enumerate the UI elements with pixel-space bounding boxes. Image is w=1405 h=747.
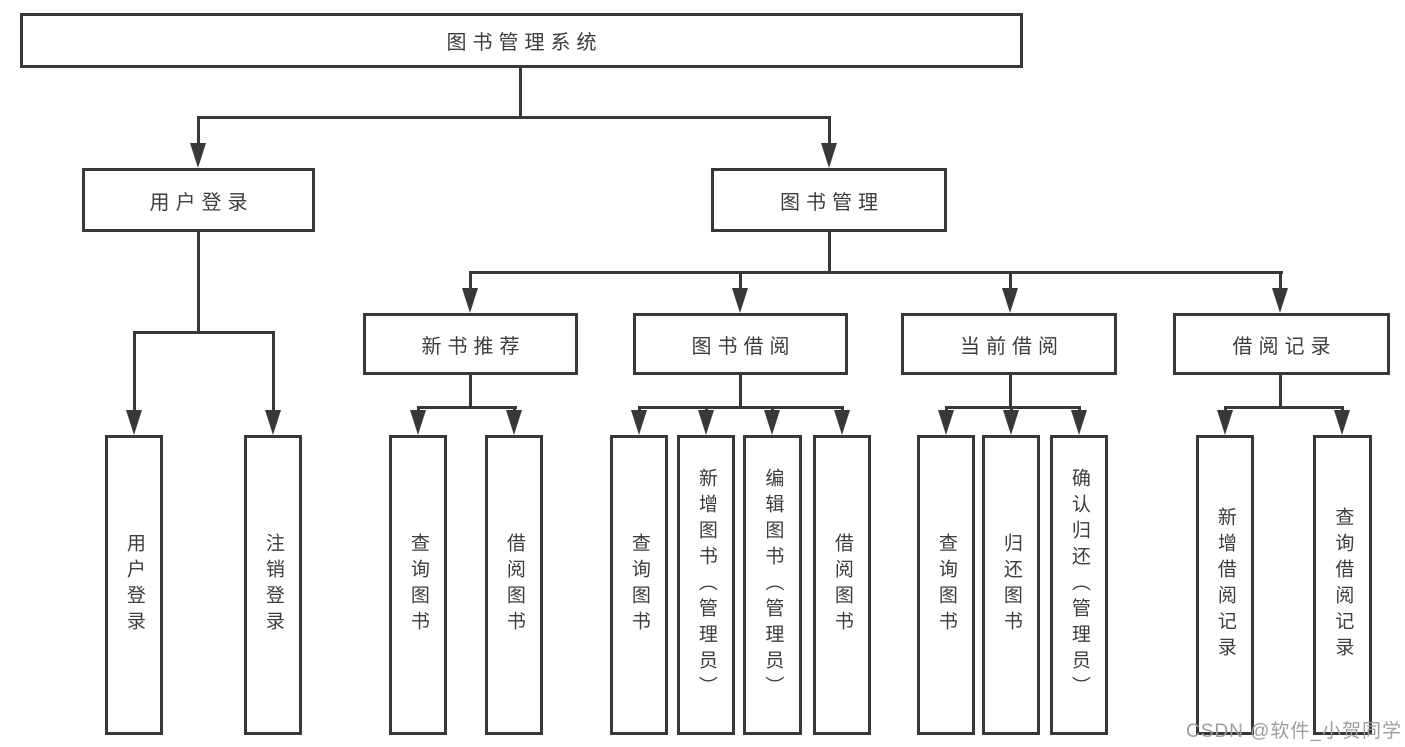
- arrow-down-icon: [462, 288, 478, 313]
- arrow-down-icon: [698, 410, 714, 435]
- leaf-borrow-books: 借阅图书: [813, 435, 871, 735]
- arrow-down-icon: [764, 410, 780, 435]
- connector-stub: [739, 271, 742, 291]
- connector-book-mgmt-trunk: [828, 232, 831, 273]
- connector-stub: [1279, 271, 1282, 291]
- leaf-add-borrow-record: 新增借阅记录: [1196, 435, 1254, 735]
- leaf-query-borrow-record: 查询借阅记录: [1313, 435, 1372, 735]
- csdn-watermark: CSDN @软件_小贺同学: [1186, 721, 1402, 742]
- leaf-return-books: 归还图书: [982, 435, 1040, 735]
- connector-root-branch: [197, 116, 831, 119]
- arrow-down-icon: [1071, 410, 1087, 435]
- leaf-logout: 注销登录: [244, 435, 302, 735]
- arrow-down-icon: [1217, 410, 1233, 435]
- connector-user-login-trunk: [197, 232, 200, 333]
- arrow-down-icon: [938, 410, 954, 435]
- arrow-down-icon: [1272, 288, 1288, 313]
- node-current-borrow: 当前借阅: [901, 313, 1117, 375]
- arrow-down-icon: [265, 410, 281, 435]
- arrow-down-icon: [1003, 410, 1019, 435]
- arrow-down-icon: [1002, 288, 1018, 313]
- connector-user-login-branch: [133, 331, 275, 334]
- connector-stub: [133, 331, 136, 412]
- connector-stub: [1009, 271, 1012, 291]
- node-library-system: 图书管理系统: [20, 13, 1023, 68]
- connector-branch: [638, 406, 844, 409]
- leaf-confirm-return-admin: 确认归还（管理员）: [1050, 435, 1108, 735]
- node-book-borrow: 图书借阅: [633, 313, 848, 375]
- arrow-down-icon: [410, 410, 426, 435]
- connector-trunk: [739, 375, 742, 408]
- leaf-borrow-books-recommend: 借阅图书: [485, 435, 543, 735]
- connector-branch: [1224, 406, 1344, 409]
- connector-trunk: [469, 375, 472, 408]
- arrow-down-icon: [1334, 410, 1350, 435]
- arrow-down-icon: [834, 410, 850, 435]
- arrow-down-icon: [821, 143, 837, 168]
- node-user-login: 用户登录: [82, 168, 315, 232]
- connector-trunk: [1279, 375, 1282, 408]
- arrow-down-icon: [631, 410, 647, 435]
- leaf-user-login: 用户登录: [105, 435, 163, 735]
- arrow-down-icon: [732, 288, 748, 313]
- leaf-query-books-borrow: 查询图书: [610, 435, 668, 735]
- connector-trunk: [1009, 375, 1012, 408]
- leaf-add-books-admin: 新增图书（管理员）: [677, 435, 735, 735]
- connector-stub: [828, 116, 831, 146]
- node-book-management: 图书管理: [711, 168, 947, 232]
- connector-book-mgmt-branch: [469, 271, 1283, 274]
- connector-branch: [417, 406, 517, 409]
- leaf-edit-books-admin: 编辑图书（管理员）: [743, 435, 802, 735]
- node-new-book-recommend: 新书推荐: [363, 313, 578, 375]
- arrow-down-icon: [126, 410, 142, 435]
- connector-stub: [469, 271, 472, 291]
- leaf-query-books-recommend: 查询图书: [389, 435, 447, 735]
- arrow-down-icon: [190, 143, 206, 168]
- leaf-query-books-current: 查询图书: [917, 435, 975, 735]
- connector-stub: [197, 116, 200, 146]
- connector-branch: [945, 406, 1081, 409]
- node-borrow-records: 借阅记录: [1173, 313, 1390, 375]
- arrow-down-icon: [506, 410, 522, 435]
- connector-root-trunk: [519, 68, 522, 118]
- connector-stub: [272, 331, 275, 412]
